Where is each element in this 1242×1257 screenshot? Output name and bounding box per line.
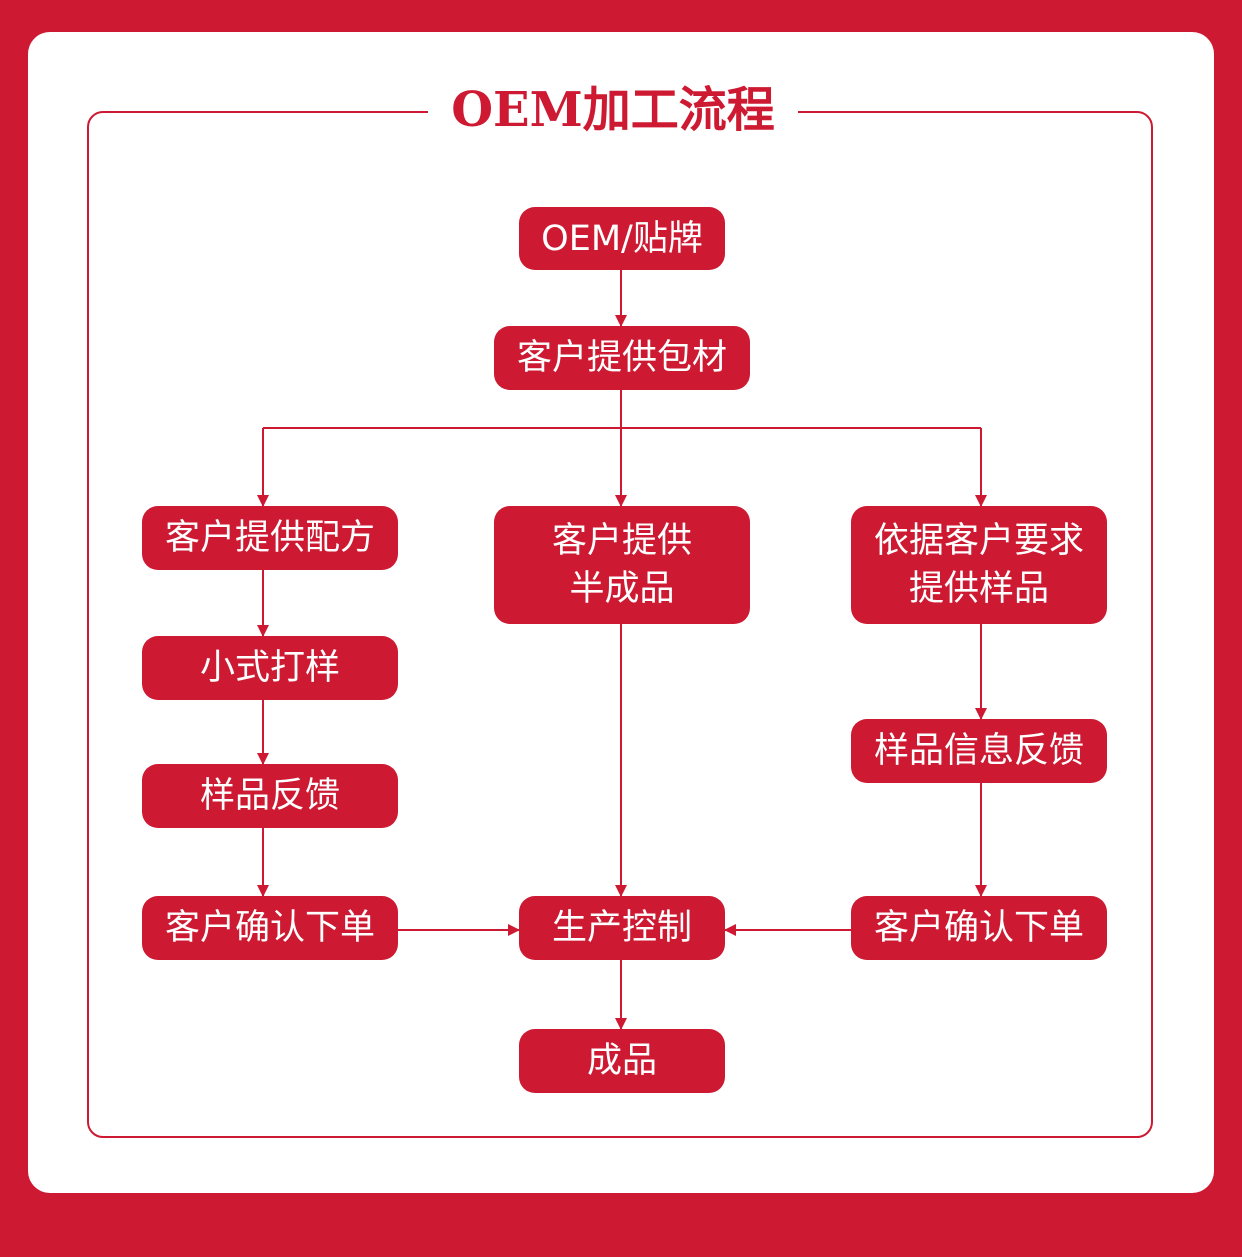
node-confirm-order-left: 客户确认下单 bbox=[142, 896, 398, 960]
node-customer-semi-finished-line1: 客户提供 bbox=[551, 521, 692, 561]
node-trial-sampling: 小式打样 bbox=[142, 636, 398, 700]
node-production-control-label: 生产控制 bbox=[551, 908, 692, 948]
node-sample-feedback-left-label: 样品反馈 bbox=[199, 776, 340, 816]
node-customer-formula-label: 客户提供配方 bbox=[164, 518, 375, 558]
node-sample-by-requirement-line2: 提供样品 bbox=[908, 569, 1049, 609]
node-customer-formula: 客户提供配方 bbox=[142, 506, 398, 570]
node-customer-packaging: 客户提供包材 bbox=[494, 326, 750, 390]
node-customer-semi-finished: 客户提供 半成品 bbox=[494, 506, 750, 624]
node-customer-semi-finished-line2: 半成品 bbox=[569, 569, 675, 609]
node-sample-by-requirement-line1: 依据客户要求 bbox=[873, 521, 1084, 561]
node-sample-by-requirement: 依据客户要求 提供样品 bbox=[851, 506, 1107, 624]
node-production-control: 生产控制 bbox=[519, 896, 725, 960]
node-finished-product-label: 成品 bbox=[586, 1041, 657, 1081]
node-oem: OEM/贴牌 bbox=[519, 207, 725, 270]
node-confirm-order-right-label: 客户确认下单 bbox=[873, 908, 1084, 948]
node-oem-label: OEM/贴牌 bbox=[541, 218, 703, 259]
node-sample-feedback-right-label: 样品信息反馈 bbox=[873, 731, 1084, 771]
node-confirm-order-right: 客户确认下单 bbox=[851, 896, 1107, 960]
node-sample-feedback-left: 样品反馈 bbox=[142, 764, 398, 828]
node-sample-feedback-right: 样品信息反馈 bbox=[851, 719, 1107, 783]
node-trial-sampling-label: 小式打样 bbox=[199, 648, 340, 688]
node-confirm-order-left-label: 客户确认下单 bbox=[164, 908, 375, 948]
page-title: OEM加工流程 bbox=[428, 80, 798, 140]
node-finished-product: 成品 bbox=[519, 1029, 725, 1093]
node-customer-packaging-label: 客户提供包材 bbox=[516, 338, 727, 378]
